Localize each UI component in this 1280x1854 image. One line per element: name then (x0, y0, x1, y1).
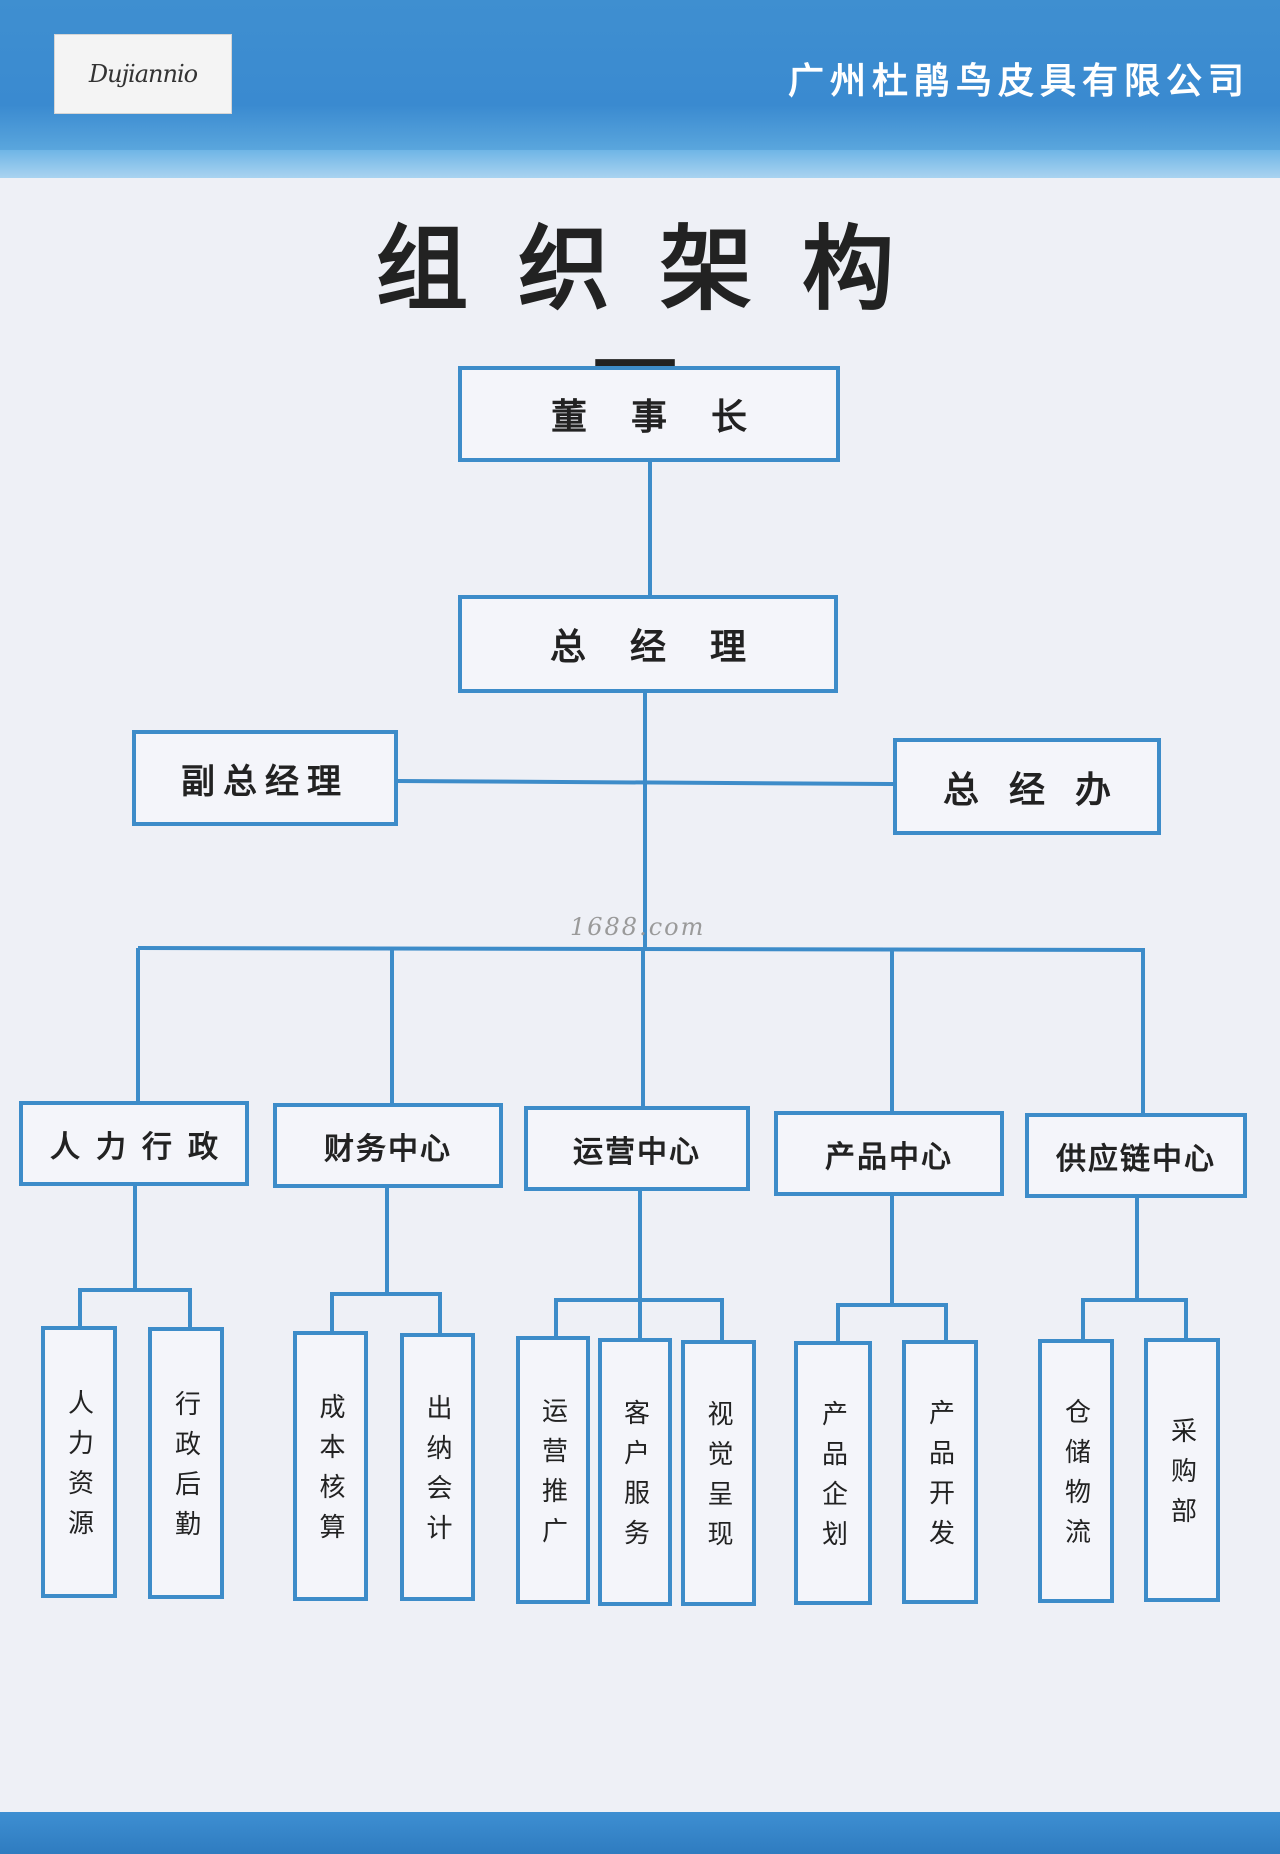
sub-human-resources: 人力资源 (41, 1326, 117, 1598)
sub-product-planning: 产品企划 (794, 1341, 872, 1605)
sub-purchasing: 采购部 (1144, 1338, 1220, 1602)
sub-cashier-accounting: 出纳会计 (400, 1333, 475, 1601)
node-chairman: 董事长 (458, 366, 840, 462)
dept-operations: 运营中心 (524, 1106, 750, 1191)
sub-warehouse-logistics: 仓储物流 (1038, 1339, 1114, 1603)
dept-product: 产品中心 (774, 1111, 1004, 1196)
watermark: 1688.com (570, 913, 706, 941)
sub-visual-presentation: 视觉呈现 (681, 1340, 756, 1606)
footer-band (0, 1812, 1280, 1854)
company-logo: Dujiannio (54, 34, 232, 114)
node-gm-office: 总经办 (893, 738, 1161, 835)
sub-product-development: 产品开发 (902, 1340, 978, 1604)
header-stripe (0, 150, 1280, 178)
logo-text: Dujiannio (88, 60, 198, 88)
company-name: 广州杜鹃鸟皮具有限公司 (787, 61, 1250, 102)
node-vice-general-manager: 副总经理 (132, 730, 398, 826)
sub-admin-logistics: 行政后勤 (148, 1327, 224, 1599)
sub-customer-service: 客户服务 (598, 1338, 672, 1606)
dept-finance: 财务中心 (273, 1103, 503, 1188)
node-general-manager: 总经理 (458, 595, 838, 693)
dept-hr-admin: 人力行政 (19, 1101, 249, 1186)
dept-supply-chain: 供应链中心 (1025, 1113, 1247, 1198)
sub-cost-accounting: 成本核算 (293, 1331, 368, 1601)
sub-operations-promotion: 运营推广 (516, 1336, 590, 1604)
